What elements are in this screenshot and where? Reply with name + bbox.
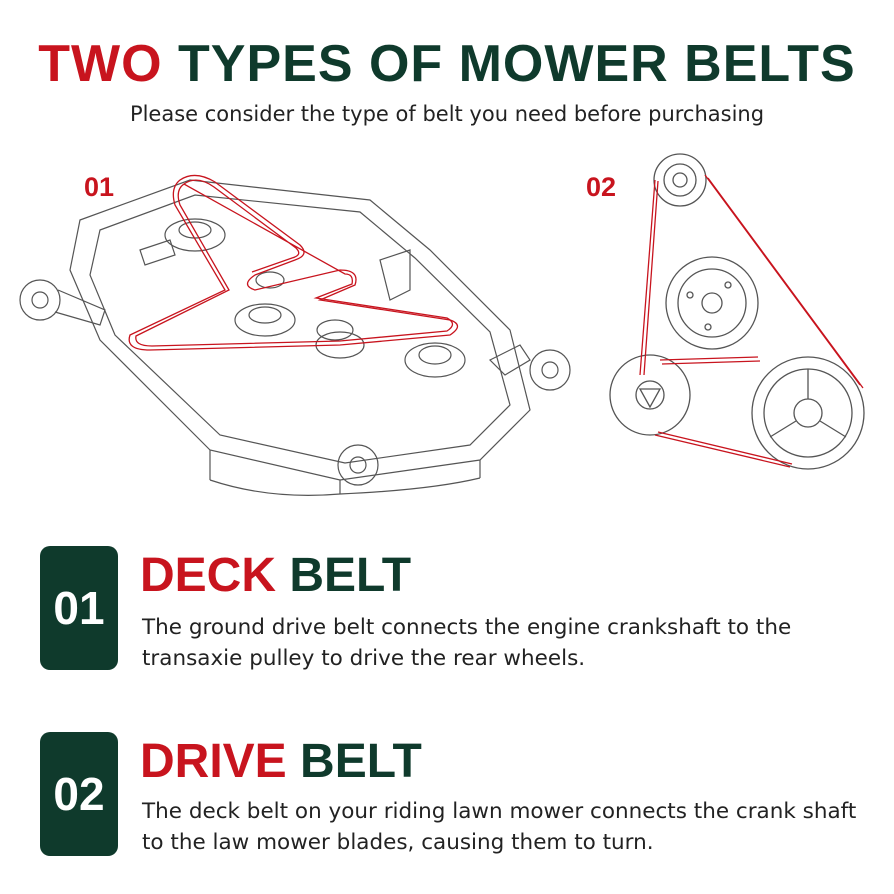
- title-green-part: TYPES OF MOWER BELTS: [162, 35, 856, 93]
- page-subtitle: Please consider the type of belt you nee…: [129, 102, 765, 126]
- section-2-description: The deck belt on your riding lawn mower …: [142, 799, 857, 855]
- page-title: TWO TYPES OF MOWER BELTS: [0, 34, 894, 94]
- section-2-title: DRIVE BELT: [140, 734, 422, 790]
- title-red-part: TWO: [38, 35, 163, 93]
- section-2-title-red: DRIVE: [140, 735, 287, 788]
- section-1-title-red: DECK: [140, 549, 277, 602]
- section-2-badge: 02: [40, 732, 118, 856]
- drive-belt-diagram: [609, 153, 865, 470]
- deck-belt-diagram: [19, 174, 571, 496]
- diagram-1-label: 01: [84, 172, 115, 202]
- section-1-description: The ground drive belt connects the engin…: [142, 615, 792, 671]
- section-2-title-green: BELT: [286, 735, 422, 788]
- section-1-badge: 01: [40, 546, 118, 670]
- diagram-2-label: 02: [586, 172, 617, 202]
- section-1-title: DECK BELT: [140, 548, 411, 604]
- section-1-title-green: BELT: [276, 549, 412, 602]
